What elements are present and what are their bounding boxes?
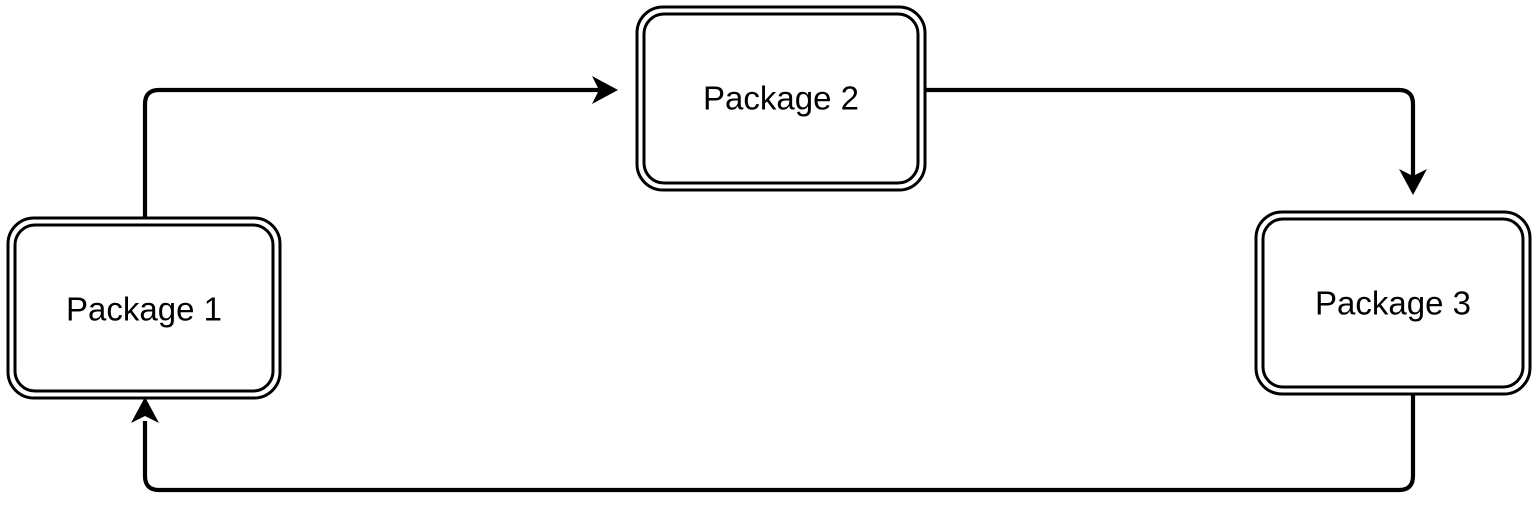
node-package-3-inner-border	[1261, 217, 1525, 389]
node-package-1-inner-border	[13, 223, 275, 393]
node-package-2-label: Package 2	[703, 80, 859, 117]
node-package-1-label: Package 1	[66, 291, 222, 328]
edge-package-2-to-package-3	[925, 87, 1427, 195]
edge-package-1-to-package-2-arrowhead-icon	[592, 76, 618, 104]
edge-package-1-to-package-2	[142, 76, 618, 218]
edge-package-1-to-package-2-line	[142, 87, 614, 218]
edge-package-3-to-package-1-arrowhead-icon	[131, 397, 159, 423]
edge-package-2-to-package-3-line	[925, 87, 1416, 191]
node-package-3[interactable]: Package 3	[1254, 210, 1532, 396]
node-package-1[interactable]: Package 1	[6, 216, 282, 400]
node-package-3-label: Package 3	[1315, 285, 1471, 322]
edge-package-3-to-package-1-line	[142, 394, 1416, 493]
node-package-2-inner-border	[642, 12, 920, 185]
node-package-2[interactable]: Package 2	[635, 5, 927, 192]
edge-package-2-to-package-3-arrowhead-icon	[1399, 169, 1427, 195]
edge-package-3-to-package-1	[131, 394, 1416, 493]
